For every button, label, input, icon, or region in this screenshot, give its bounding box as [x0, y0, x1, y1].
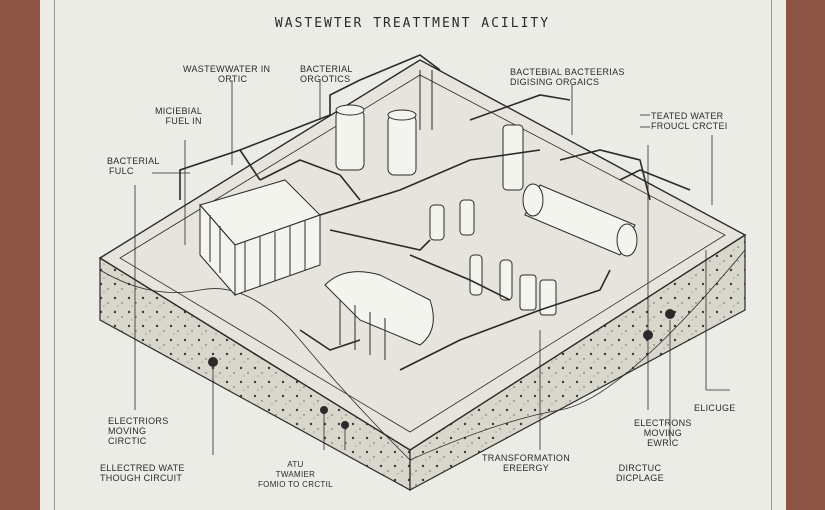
panel-frame	[54, 0, 772, 510]
piping	[179, 54, 691, 371]
cylinder-tank	[502, 124, 638, 257]
soil-block	[98, 59, 747, 492]
small-vessels	[429, 199, 557, 316]
cathode-unit	[324, 271, 434, 360]
terminal-markers	[208, 309, 675, 429]
label-elicuge: ELICUGE	[694, 403, 736, 413]
page-title: WASTEWTER TREATTMENT ACILITY	[274, 16, 551, 31]
twin-tanks	[335, 70, 433, 176]
leader-lines	[134, 80, 730, 455]
anode-stack	[199, 179, 321, 297]
